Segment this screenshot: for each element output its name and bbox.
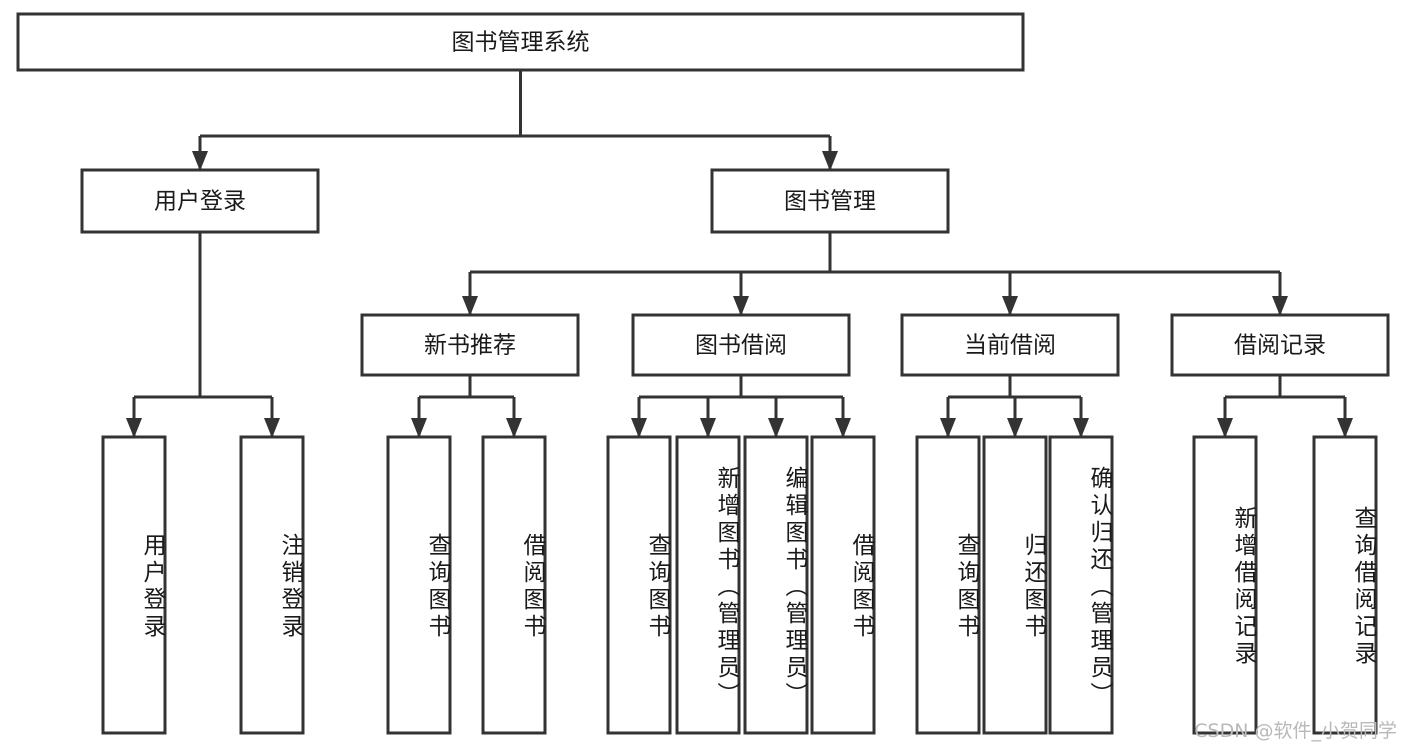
arrow-head-icon	[1002, 296, 1018, 316]
node-box-current-borrow[interactable]	[900, 313, 1120, 377]
node-box-leaf-confirm-return[interactable]	[1048, 435, 1114, 735]
node-label-current-borrow: 当前借阅	[964, 333, 1056, 359]
arrow-head-icon	[940, 418, 956, 438]
arrow-head-icon	[822, 151, 838, 171]
arrow-head-icon	[462, 296, 478, 316]
arrow-head-icon	[1337, 418, 1353, 438]
arrow-head-icon	[1217, 418, 1233, 438]
node-box-leaf-borrow-book[interactable]	[810, 435, 876, 735]
node-box-user-login[interactable]	[80, 168, 320, 234]
arrow-head-icon	[264, 418, 280, 438]
node-label-root: 图书管理系统	[452, 30, 590, 56]
node-box-leaf-query-book-borrow[interactable]	[606, 435, 672, 735]
arrow-head-icon	[1007, 418, 1023, 438]
node-box-leaf-add-book[interactable]	[675, 435, 741, 735]
node-box-leaf-edit-book[interactable]	[743, 435, 809, 735]
node-box-leaf-return-book[interactable]	[982, 435, 1048, 735]
node-label-user-login: 用户登录	[154, 189, 246, 215]
arrow-head-icon	[506, 418, 522, 438]
arrow-head-icon	[631, 418, 647, 438]
node-label-borrow-record: 借阅记录	[1234, 333, 1326, 359]
node-box-leaf-query-book-rec[interactable]	[386, 435, 452, 735]
arrow-head-icon	[126, 418, 142, 438]
arrow-head-icon	[1073, 418, 1089, 438]
node-box-book-manage[interactable]	[710, 168, 950, 234]
node-box-new-book-rec[interactable]	[360, 313, 580, 377]
arrow-head-icon	[1272, 296, 1288, 316]
node-box-root[interactable]	[16, 12, 1025, 72]
node-box-leaf-user-login[interactable]	[101, 435, 167, 735]
node-box-borrow-record[interactable]	[1170, 313, 1390, 377]
arrow-head-icon	[733, 296, 749, 316]
node-label-new-book-rec: 新书推荐	[424, 333, 516, 359]
node-box-layer	[16, 12, 1390, 735]
node-box-leaf-add-record[interactable]	[1192, 435, 1258, 735]
arrow-head-icon	[700, 418, 716, 438]
arrow-head-icon	[768, 418, 784, 438]
node-box-leaf-user-logout[interactable]	[239, 435, 305, 735]
watermark-text: CSDN @软件_小贺同学	[1194, 720, 1397, 742]
node-box-leaf-query-record[interactable]	[1312, 435, 1378, 735]
node-box-leaf-borrow-book-rec[interactable]	[481, 435, 547, 735]
arrow-head-icon	[411, 418, 427, 438]
node-box-book-borrow[interactable]	[631, 313, 851, 377]
arrow-head-icon	[192, 151, 208, 171]
node-label-book-manage: 图书管理	[784, 189, 876, 215]
node-box-leaf-query-book-cur[interactable]	[915, 435, 981, 735]
node-label-book-borrow: 图书借阅	[695, 333, 787, 359]
arrow-head-icon	[835, 418, 851, 438]
connector-layer	[126, 70, 1353, 438]
